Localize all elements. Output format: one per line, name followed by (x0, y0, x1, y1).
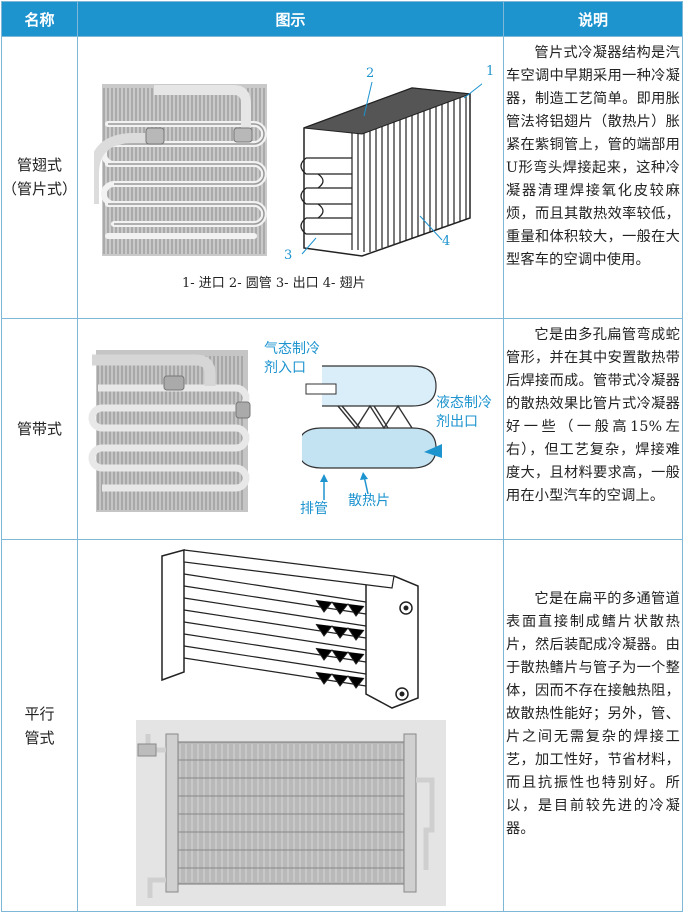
header-figure: 图示 (78, 2, 503, 36)
tube-fin-structure-drawing (300, 81, 482, 257)
header-description: 说明 (504, 2, 682, 36)
row-name-parallel-flow: 平行 管式 (24, 705, 55, 747)
callout-1: 1 (486, 64, 495, 79)
callout-3: 3 (284, 248, 293, 263)
tube-fin-condenser-photo (94, 84, 267, 256)
parallel-flow-condenser-photo (136, 720, 446, 906)
label-pointer-arrows (320, 472, 369, 500)
figure-caption: 1- 进口 2- 圆管 3- 出口 4- 翅片 (182, 276, 366, 291)
column-divider (77, 2, 78, 911)
callout-4: 4 (442, 234, 451, 249)
row-name-tube-fin: 管翅式 （管片式） (2, 156, 78, 198)
row-divider (2, 539, 682, 540)
label-tube: 排管 (300, 501, 328, 517)
tube-belt-structure-drawing (302, 365, 442, 469)
label-liquid-outlet: 液态制冷 剂出口 (436, 395, 492, 430)
row-description-parallel-flow: 它是在扁平的多通管道表面直接制成鳍片状散热片，然后装配成冷凝器。由于散热鳍片与管… (506, 591, 680, 837)
parallel-flow-structure-drawing (161, 549, 419, 709)
row-divider (2, 318, 682, 319)
row-name-tube-belt: 管带式 (16, 420, 62, 438)
label-gas-inlet: 气态制冷 剂入口 (264, 341, 320, 376)
header-name: 名称 (2, 2, 77, 36)
tube-belt-condenser-photo (88, 350, 251, 512)
column-divider (503, 2, 504, 911)
row-description-tube-belt: 它是由多孔扁管弯成蛇管形，并在其中安置散热带后焊接而成。管带式冷凝器的散热效果比… (506, 327, 680, 504)
row-divider (2, 36, 682, 37)
callout-2: 2 (366, 66, 375, 81)
row-description-tube-fin: 管片式冷凝器结构是汽车空调中早期采用一种冷凝器，制造工艺简单。即用胀管法将铝翅片… (506, 45, 680, 268)
label-fin: 散热片 (348, 493, 390, 509)
